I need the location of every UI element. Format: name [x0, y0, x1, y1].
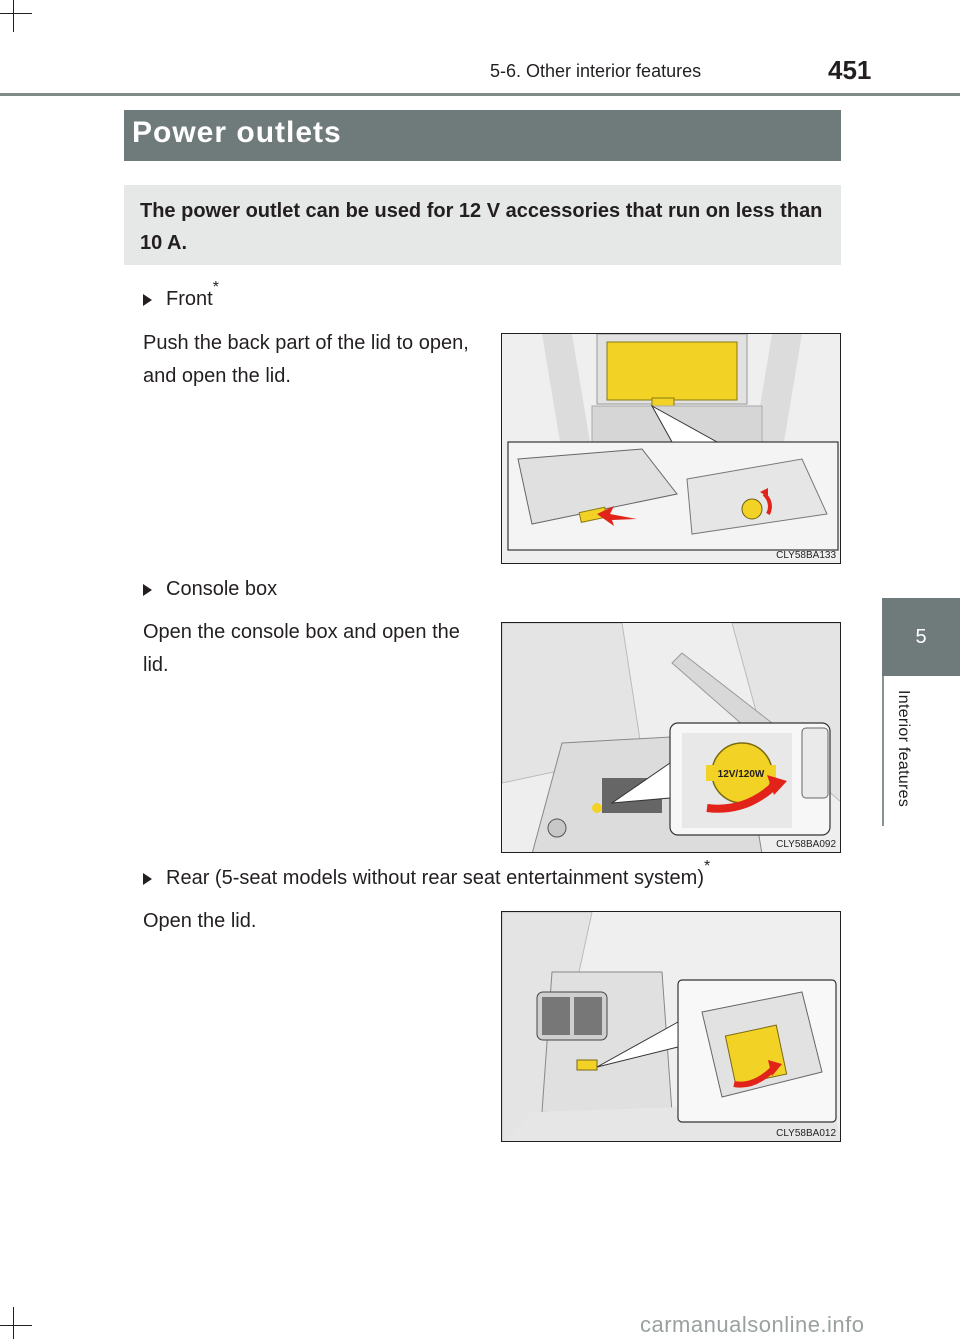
item-heading-text: Console box	[166, 578, 278, 600]
item-body-rear: Open the lid.	[143, 910, 257, 932]
crop-mark	[13, 0, 14, 32]
figure-code: CLY58BA092	[776, 839, 836, 850]
crop-mark	[13, 1307, 14, 1339]
header-rule	[0, 93, 960, 96]
item-body-front: Push the back part of the lid to open, a…	[143, 332, 469, 387]
bullet-triangle-icon	[143, 294, 152, 306]
title-bar: Power outlets	[124, 110, 841, 161]
item-heading-rear: Rear (5-seat models without rear seat en…	[143, 859, 710, 890]
item-heading-text: Front	[166, 288, 213, 310]
item-heading-front: Front*	[143, 280, 219, 311]
bullet-triangle-icon	[143, 873, 152, 885]
outlet-rating-label: 12V/120W	[718, 769, 765, 780]
intro-box: The power outlet can be used for 12 V ac…	[124, 185, 841, 265]
item-body-console: Open the console box and open the lid.	[143, 621, 460, 676]
figure-front-outlet: CLY58BA133	[501, 333, 841, 564]
page-number: 451	[828, 55, 872, 85]
figure-console-outlet: 12V/120W CLY58BA092	[501, 622, 841, 853]
crop-mark	[0, 13, 32, 14]
chapter-number: 5	[915, 625, 927, 648]
intro-text: The power outlet can be used for 12 V ac…	[140, 200, 823, 254]
item-heading-text: Rear (5-seat models without rear seat en…	[166, 867, 704, 889]
bullet-triangle-icon	[143, 584, 152, 596]
chapter-divider	[882, 676, 884, 826]
crop-mark	[0, 1325, 32, 1326]
figure-code: CLY58BA012	[776, 1128, 836, 1139]
figure-rear-outlet: CLY58BA012	[501, 911, 841, 1142]
console-outlet-illustration: 12V/120W	[502, 623, 840, 852]
section-label: 5-6. Other interior features	[490, 61, 702, 81]
chapter-tab: 5	[882, 598, 960, 676]
item-heading-console: Console box	[143, 578, 277, 601]
watermark: carmanualsonline.info	[640, 1312, 865, 1337]
figure-code: CLY58BA133	[776, 550, 836, 561]
front-outlet-illustration	[502, 334, 840, 563]
chapter-label: Interior features	[895, 690, 912, 808]
rear-outlet-illustration	[502, 912, 840, 1141]
page-title: Power outlets	[132, 116, 342, 149]
